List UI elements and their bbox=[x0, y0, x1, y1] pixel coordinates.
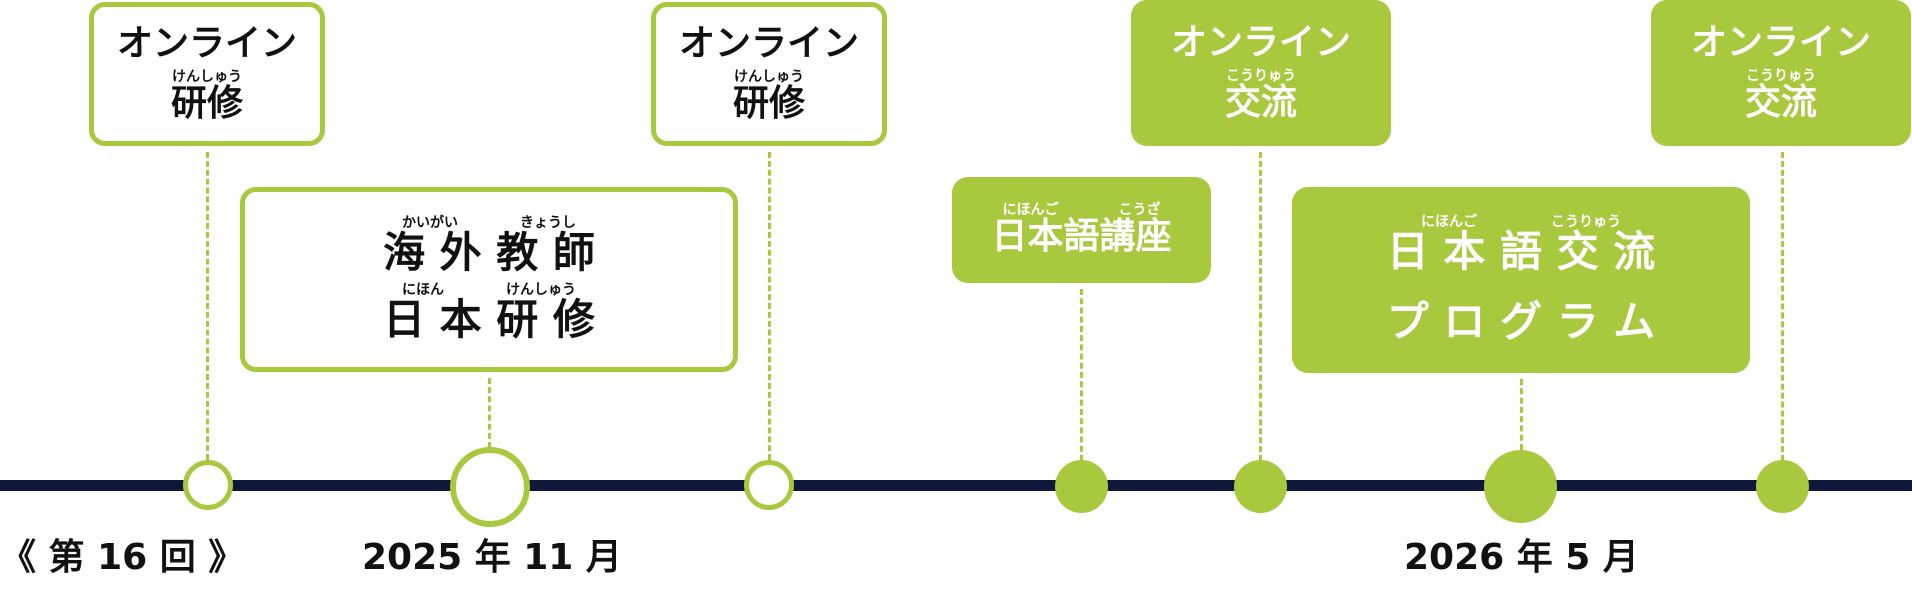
event-title: 日本語講座 bbox=[991, 216, 1172, 258]
connector-line bbox=[1781, 152, 1784, 461]
ruby-text: こうりゅう bbox=[1551, 213, 1621, 230]
session-label: 《 第 16 回 》 bbox=[0, 537, 245, 578]
ruby-text: こうざ bbox=[1118, 202, 1161, 219]
timeline-node bbox=[1234, 460, 1287, 513]
timeline-bar bbox=[0, 480, 1912, 491]
event-title-line2: プ ロ グ ラ ム bbox=[1386, 297, 1656, 346]
timeline-node bbox=[744, 460, 794, 510]
ruby-text: けんしゅう bbox=[172, 69, 242, 85]
timeline-node-large bbox=[450, 447, 530, 527]
online-exchange-box-1: オンライン こうりゅう 交流 bbox=[1131, 0, 1391, 146]
connector-line bbox=[1259, 152, 1262, 461]
event-title: オンライン bbox=[678, 23, 859, 65]
event-title-line1: 海 外 教 師 bbox=[383, 228, 595, 278]
date-label: 2026 年 5 月 bbox=[1404, 537, 1639, 578]
connector-line bbox=[488, 378, 491, 448]
ruby-text: けんしゅう bbox=[506, 281, 576, 298]
connector-line bbox=[206, 152, 209, 460]
date-label: 2025 年 11 月 bbox=[362, 537, 622, 578]
ruby-text: けんしゅう bbox=[734, 69, 804, 85]
overseas-teacher-training-box: かいがい きょうし 海 外 教 師 にほん けんしゅう 日 本 研 修 bbox=[240, 187, 738, 372]
timeline-node bbox=[1756, 460, 1809, 513]
ruby-text: こうりゅう bbox=[1746, 68, 1816, 84]
ruby-text: かいがい bbox=[402, 215, 458, 232]
event-title: オンライン bbox=[1170, 22, 1351, 64]
ruby-text: にほんご bbox=[1002, 202, 1059, 219]
japanese-course-box: にほんご こうざ 日本語講座 bbox=[952, 177, 1211, 283]
timeline-node-large bbox=[1484, 450, 1557, 523]
ruby-text: にほん bbox=[402, 281, 444, 298]
event-title-line1: 日 本 語 交 流 bbox=[1386, 226, 1656, 276]
online-training-box-2: オンライン けんしゅう 研修 bbox=[651, 2, 887, 146]
ruby-text: こうりゅう bbox=[1226, 68, 1296, 84]
online-training-box-1: オンライン けんしゅう 研修 bbox=[89, 2, 325, 146]
event-subtitle: 研修 bbox=[170, 83, 243, 124]
event-title-line2: 日 本 研 修 bbox=[383, 294, 595, 344]
exchange-program-box: にほんご こうりゅう 日 本 語 交 流 プ ロ グ ラ ム bbox=[1292, 187, 1750, 373]
connector-line bbox=[768, 152, 771, 460]
event-subtitle: 研修 bbox=[732, 83, 805, 124]
event-subtitle: 交流 bbox=[1224, 82, 1297, 123]
timeline-node bbox=[1055, 460, 1108, 513]
online-exchange-box-2: オンライン こうりゅう 交流 bbox=[1651, 0, 1911, 146]
event-title: オンライン bbox=[116, 23, 297, 65]
ruby-text: きょうし bbox=[520, 215, 576, 232]
event-subtitle: 交流 bbox=[1744, 82, 1817, 123]
event-title: オンライン bbox=[1690, 22, 1871, 64]
ruby-text: にほんご bbox=[1421, 213, 1477, 230]
connector-line bbox=[1080, 289, 1083, 461]
timeline-node bbox=[183, 460, 233, 510]
connector-line bbox=[1520, 379, 1523, 450]
